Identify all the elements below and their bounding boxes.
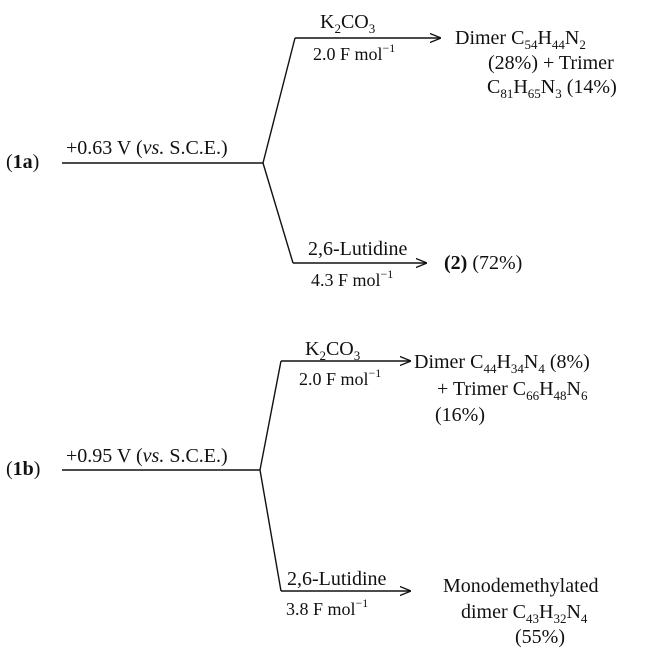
charge-b-lower: 3.8 F mol−1 <box>286 596 369 619</box>
scheme-a-lower-branch <box>262 162 294 264</box>
potential-1a: +0.63 V (vs. S.C.E.) <box>66 137 228 159</box>
product-a-upper-line2: (28%) + Trimer <box>488 52 614 74</box>
charge-a-upper: 2.0 F mol−1 <box>313 41 396 64</box>
compound-1a-label: (1a) <box>6 151 40 173</box>
product-b-lower-line3: (55%) <box>515 626 565 648</box>
potential-1b: +0.95 V (vs. S.C.E.) <box>66 445 228 467</box>
product-b-lower-line2: dimer C43H32N4 <box>461 601 588 626</box>
reagent-k2co3-b: K2CO3 <box>305 338 361 363</box>
product-b-upper-line3: (16%) <box>435 404 485 426</box>
product-a-upper-line1: Dimer C54H44N2 <box>455 27 586 52</box>
reagent-lutidine-b: 2,6-Lutidine <box>287 568 387 590</box>
product-b-upper-line2: + Trimer C66H48N6 <box>437 378 588 403</box>
product-a-lower: (2) (72%) <box>444 252 523 274</box>
scheme-a-upper-branch <box>262 37 296 164</box>
scheme-b-lower-branch <box>259 469 282 592</box>
charge-b-upper: 2.0 F mol−1 <box>299 366 382 389</box>
compound-1b-label: (1b) <box>6 458 41 480</box>
product-b-upper-line1: Dimer C44H34N4 (8%) <box>414 351 590 376</box>
product-b-lower-line1: Monodemethylated <box>443 575 599 597</box>
scheme-b-upper-branch <box>259 360 282 471</box>
product-a-upper-line3: C81H65N3 (14%) <box>487 76 617 101</box>
reagent-k2co3-a: K2CO3 <box>320 11 376 36</box>
reagent-lutidine-a: 2,6-Lutidine <box>308 238 408 260</box>
charge-a-lower: 4.3 F mol−1 <box>311 267 394 290</box>
